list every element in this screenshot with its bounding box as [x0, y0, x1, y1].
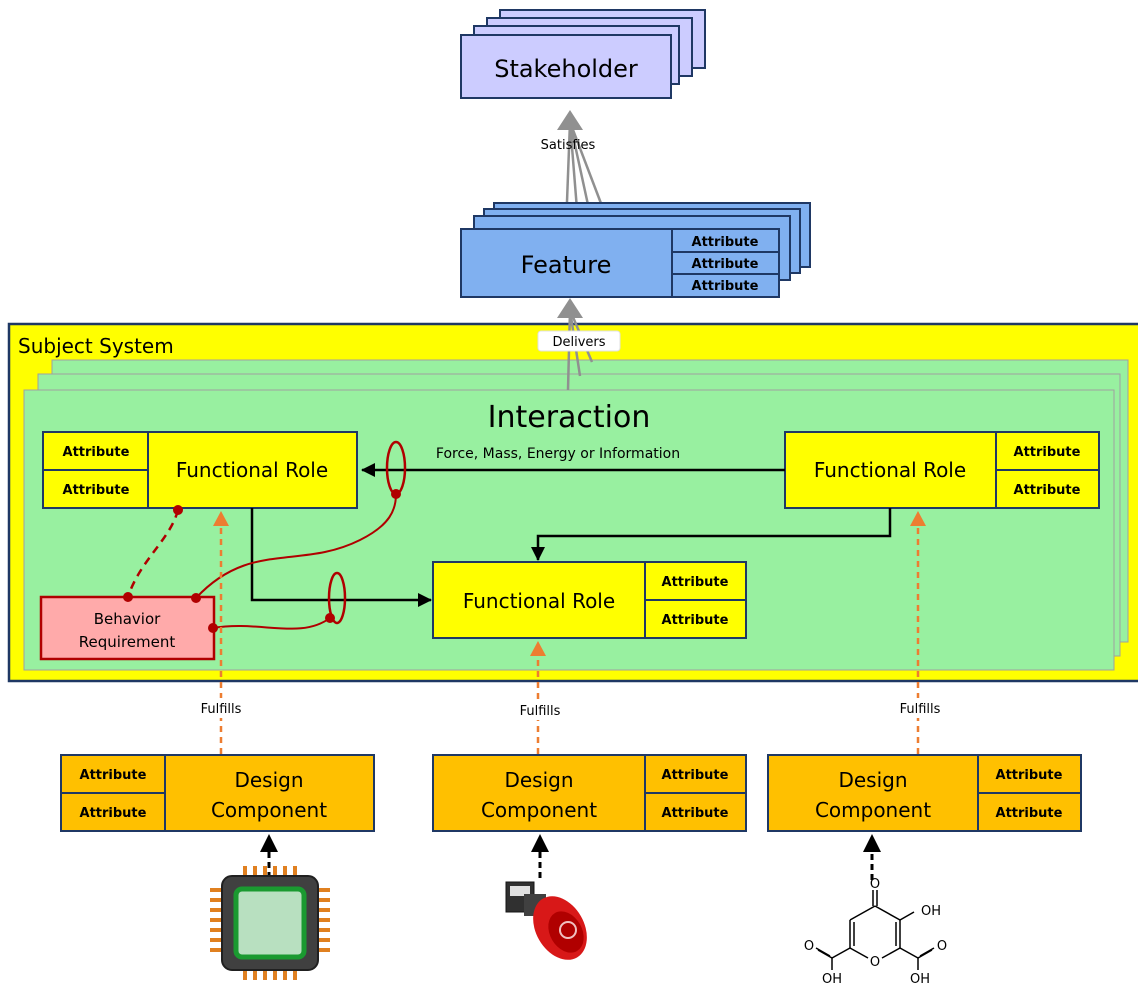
component-right-attribute-2: Attribute — [996, 806, 1063, 821]
satisfies-label: Satisfies — [541, 138, 596, 153]
component-left-attribute-2: Attribute — [80, 806, 147, 821]
emergency-stop-icon — [505, 881, 587, 960]
delivers-lines: Delivers — [537, 298, 621, 391]
functional-role-right: Functional Role Attribute Attribute — [784, 431, 1100, 509]
component-left-line2: Component — [211, 798, 327, 822]
role-left-label: Functional Role — [176, 458, 328, 482]
design-component-left: Attribute Attribute Design Component — [60, 754, 375, 832]
molecule-atom-o-left: O — [804, 939, 814, 954]
component-right-attribute-1: Attribute — [996, 768, 1063, 783]
feature-attribute-1: Attribute — [692, 235, 759, 250]
component-center-line1: Design — [504, 768, 573, 792]
role-center-label: Functional Role — [463, 589, 615, 613]
component-left-attribute-1: Attribute — [80, 768, 147, 783]
design-component-center: Design Component Attribute Attribute — [432, 754, 747, 832]
behavior-label-line1: Behavior — [94, 610, 161, 628]
functional-role-center: Functional Role Attribute Attribute — [432, 561, 747, 639]
molecule-atom-oh-top: OH — [921, 904, 941, 919]
flow-arrows: Force, Mass, Energy or Information — [250, 446, 892, 607]
feature-attribute-2: Attribute — [692, 257, 759, 272]
component-right-line2: Component — [815, 798, 931, 822]
molecule-atom-oh-right: OH — [910, 972, 930, 986]
molecule-icon: O OH O O OH O OH — [804, 877, 947, 986]
role-center-attribute-1: Attribute — [662, 575, 729, 590]
stakeholder-label: Stakeholder — [494, 55, 638, 83]
role-center-attribute-2: Attribute — [662, 613, 729, 628]
delivers-arrowhead — [557, 298, 583, 318]
molecule-atom-o-right: O — [937, 939, 947, 954]
component-center-line2: Component — [481, 798, 597, 822]
feature-attribute-3: Attribute — [692, 279, 759, 294]
component-left-line1: Design — [234, 768, 303, 792]
delivers-label: Delivers — [552, 335, 605, 350]
molecule-atom-oh-left: OH — [822, 972, 842, 986]
interaction-label: Interaction — [488, 400, 651, 435]
role-right-label: Functional Role — [814, 458, 966, 482]
molecule-atom-o-ring: O — [870, 955, 880, 970]
fulfills-label-2: Fulfills — [520, 704, 561, 719]
behavior-label-line2: Requirement — [79, 633, 176, 651]
microchip-icon — [210, 866, 330, 980]
role-right-attribute-2: Attribute — [1014, 483, 1081, 498]
feature-label: Feature — [521, 251, 612, 279]
role-left-attribute-1: Attribute — [63, 445, 130, 460]
component-center-attribute-2: Attribute — [662, 806, 729, 821]
fulfills-links: Fulfills Fulfills Fulfills — [186, 511, 951, 754]
behavior-requirement: Behavior Requirement — [39, 595, 216, 661]
component-right-line1: Design — [838, 768, 907, 792]
role-right-attribute-1: Attribute — [1014, 445, 1081, 460]
design-component-right: Design Component Attribute Attribute — [767, 754, 1082, 832]
subject-system-label: Subject System — [18, 334, 174, 358]
stakeholder-stack: Stakeholder — [460, 9, 706, 99]
functional-role-left: Attribute Attribute Functional Role — [42, 431, 358, 509]
role-left-attribute-2: Attribute — [63, 483, 130, 498]
component-center-attribute-1: Attribute — [662, 768, 729, 783]
molecule-atom-o-top: O — [870, 877, 880, 892]
satisfies-arrowhead — [557, 110, 583, 130]
fulfills-label-3: Fulfills — [900, 702, 941, 717]
flow-label: Force, Mass, Energy or Information — [436, 446, 680, 462]
fulfills-label-1: Fulfills — [201, 702, 242, 717]
feature-stack: Feature Attribute Attribute Attribute — [460, 202, 811, 298]
trace-links — [123, 440, 407, 633]
realization-arrows — [260, 834, 881, 880]
